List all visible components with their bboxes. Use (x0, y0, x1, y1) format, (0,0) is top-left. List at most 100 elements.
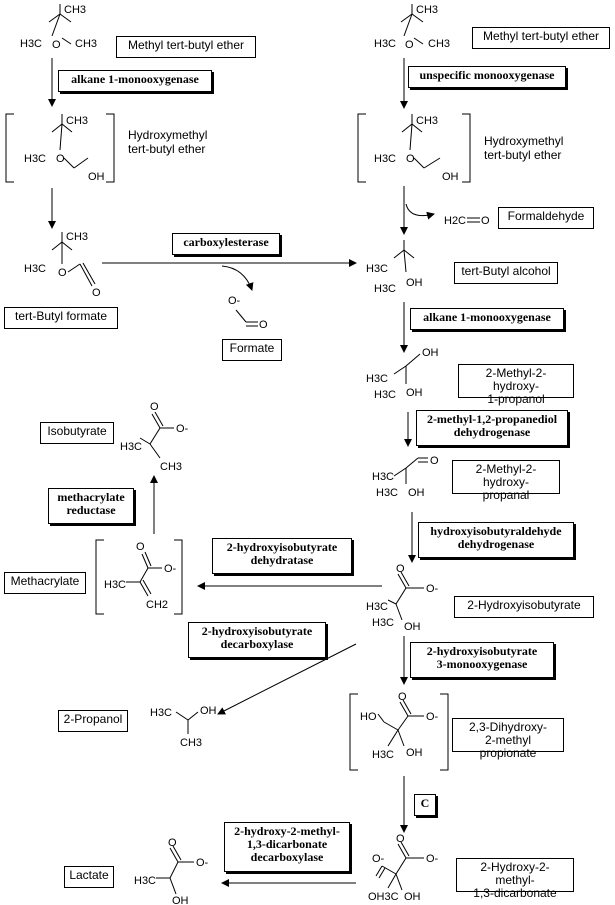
atom-ch3: CH3 (75, 38, 97, 50)
label-lactate: Lactate (64, 866, 114, 888)
atom-o-minus: O- (426, 711, 439, 723)
enzyme-c-step: C (414, 794, 436, 816)
atom-o: O (58, 267, 67, 279)
atom-ch3: CH3 (160, 461, 182, 473)
atom-o: O (136, 541, 145, 553)
structure-tert-butyl-alcohol: H3C H3C OH (366, 240, 423, 295)
label-hydroxyisobutyrate: 2-Hydroxyisobutyrate (454, 596, 594, 618)
label-methyl-hydroxy-propanal: 2-Methyl-2-hydroxy- propanal (452, 460, 560, 502)
label-hydroxymethyl-right: Hydroxymethyl tert-butyl ether (484, 134, 564, 162)
atom-o: O (405, 39, 414, 51)
atom-oh: OH (404, 891, 421, 903)
label-dihydroxy: 2,3-Dihydroxy- 2-methyl propionate (452, 718, 564, 760)
enzyme-hydroxyisobutyraldehyde-dehydrogenase: hydroxyisobutyraldehyde dehydrogenase (418, 522, 574, 558)
structure-methyl-hydroxy-propanol: OH H3C H3C OH (366, 347, 439, 401)
structure-isobutyrate: O O- H3C CH3 (120, 401, 189, 473)
atom-ch3: CH3 (416, 115, 438, 127)
atom-o: O (398, 691, 407, 703)
structure-hydroxyisobutyrate: O O- H3C H3C OH (366, 563, 439, 633)
label-methacrylate: Methacrylate (4, 572, 86, 594)
atom-h3c: H3C (150, 707, 172, 719)
atom-oh: OH (406, 277, 423, 289)
atom-oh: OH (200, 705, 217, 717)
label-hydroxymethyl-left: Hydroxymethyl tert-butyl ether (128, 128, 208, 156)
enzyme-carboxylesterase: carboxylesterase (172, 233, 280, 255)
enzyme-unspecific-monooxygenase: unspecific monooxygenase (408, 66, 566, 88)
atom-o: O (430, 455, 439, 467)
atom-oh: OH (408, 487, 425, 499)
atom-ch3: CH3 (66, 231, 88, 243)
enzyme-methacrylate-reductase: methacrylate reductase (48, 488, 134, 524)
label-isobutyrate: Isobutyrate (40, 422, 114, 444)
atom-ho: HO (360, 711, 377, 723)
atom-h3c: H3C (372, 749, 394, 761)
atom-h3c: H3C (24, 153, 46, 165)
atom-o: O (168, 837, 177, 849)
atom-h3c: H3C (372, 471, 394, 483)
structure-lactate: O O- H3C OH (134, 837, 209, 905)
atom-oh: OH (422, 347, 439, 359)
atom-oh: OH (406, 387, 423, 399)
atom-ch3: CH3 (428, 38, 450, 50)
enzyme-alkane-monooxygenase-2: alkane 1-monooxygenase (410, 308, 564, 330)
atom-o: O (259, 319, 268, 331)
enzyme-alkane-monooxygenase-1: alkane 1-monooxygenase (58, 70, 212, 92)
structure-methyl-hydroxy-propanal: O H3C H3C OH (372, 455, 439, 499)
atom-ch3: CH3 (180, 737, 202, 749)
label-formate: Formate (222, 339, 282, 361)
label-formaldehyde: Formaldehyde (498, 207, 594, 229)
atom-o: O (52, 39, 61, 51)
atom-o: O (56, 153, 65, 165)
structure-mtbe-right: CH3 H3C O CH3 (374, 4, 450, 51)
enzyme-hib-decarboxylase: 2-hydroxyisobutyrate decarboxylase (188, 622, 326, 658)
enzyme-propanediol-dehydrogenase: 2-methyl-1,2-propanediol dehydrogenase (416, 410, 568, 446)
atom-h3c: H3C (104, 579, 126, 591)
atom-o-minus: O- (228, 295, 241, 307)
structure-dihydroxy: O O- HO OH H3C (349, 691, 449, 771)
atom-oh: OH (88, 171, 105, 183)
structure-hydroxymethyl-left: CH3 H3C O OH (5, 113, 115, 183)
label-dicarbonate: 2-Hydroxy-2-methyl- 1,3-dicarbonate (456, 858, 574, 900)
atom-ch2: CH2 (146, 599, 168, 611)
structure-formaldehyde: H2C O (444, 215, 490, 227)
atom-o: O (481, 215, 490, 227)
structure-tert-butyl-formate: CH3 H3C O O (24, 231, 101, 299)
atom-oh3c: OH3C (368, 891, 399, 903)
atom-h3c: H3C (366, 263, 388, 275)
atom-o-minus: O- (196, 857, 209, 869)
atom-o: O (396, 563, 405, 575)
atom-h3c: H3C (24, 263, 46, 275)
enzyme-hib-monooxygenase: 2-hydroxyisobutyrate 3-monooxygenase (410, 642, 554, 678)
label-mtbe-left: Methyl tert-butyl ether (116, 36, 256, 58)
atom-oh: OH (406, 747, 423, 759)
structure-dicarbonate: O O- O- OH3C OH (368, 833, 439, 903)
enzyme-hib-dehydratase: 2-hydroxyisobutyrate dehydratase (212, 538, 352, 574)
atom-ch3: CH3 (416, 4, 438, 16)
atom-h3c: H3C (366, 373, 388, 385)
atom-h3c: H3C (134, 875, 156, 887)
atom-h3c: H3C (120, 441, 142, 453)
structure-methacrylate: O O- H3C CH2 (95, 539, 183, 615)
atom-h3c: H3C (20, 38, 42, 50)
structure-mtbe-left: CH3 H3C O CH3 (20, 4, 97, 51)
atom-o: O (92, 287, 101, 299)
label-mtbe-right: Methyl tert-butyl ether (472, 27, 610, 49)
enzyme-dicarbonate-decarboxylase: 2-hydroxy-2-methyl- 1,3-dicarbonate deca… (224, 822, 350, 872)
structure-formate: O- O (228, 295, 268, 331)
atom-h3c: H3C (372, 617, 394, 629)
atom-oh: OH (442, 171, 459, 183)
atom-ch3: CH3 (66, 115, 88, 127)
atom-h3c: H3C (374, 389, 396, 401)
atom-o-minus: O- (372, 853, 385, 865)
atom-o-minus: O- (164, 563, 177, 575)
atom-o-minus: O- (176, 423, 189, 435)
reaction-arrows (48, 58, 435, 887)
structure-hydroxymethyl-right: CH3 H3C O OH (357, 113, 471, 183)
atom-h2c: H2C (444, 215, 466, 227)
atom-h3c: H3C (374, 283, 396, 295)
atom-h3c: H3C (374, 153, 396, 165)
atom-ch3: CH3 (64, 4, 86, 16)
label-methyl-hydroxy-propanol: 2-Methyl-2-hydroxy- 1-propanol (458, 364, 574, 406)
